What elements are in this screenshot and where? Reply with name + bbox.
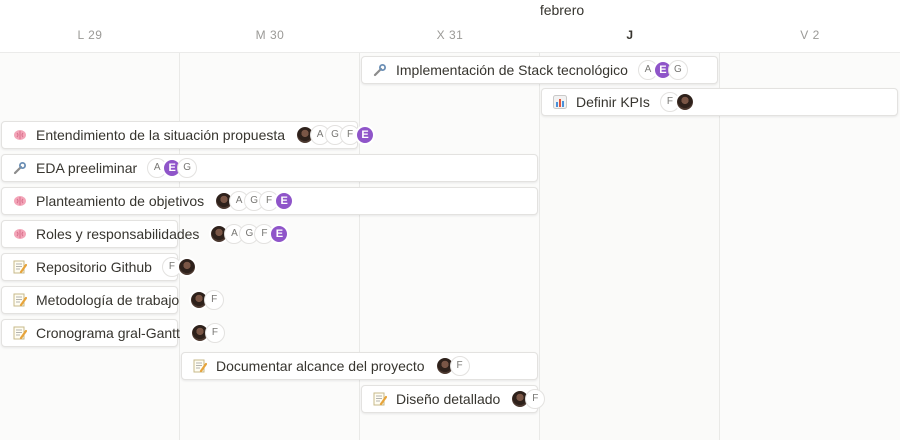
avatar-f[interactable]: F <box>204 323 225 343</box>
task-bar[interactable]: Diseño detallado F <box>361 385 546 413</box>
avatar-photo[interactable] <box>674 92 695 112</box>
task-title: Metodología de trabajo <box>36 292 180 308</box>
memo-icon <box>372 391 388 407</box>
brain-icon <box>12 127 28 143</box>
month-label: febrero <box>539 2 585 18</box>
brain-icon <box>12 193 28 209</box>
avatar-e[interactable]: E <box>274 191 295 211</box>
memo-icon <box>12 325 28 341</box>
avatar-e[interactable]: E <box>269 224 290 244</box>
task-title: Repositorio Github <box>36 259 152 275</box>
task-bar[interactable]: Entendimiento de la situación propuesta A… <box>1 121 376 149</box>
task-bar[interactable]: Metodología de trabajo F <box>1 286 225 314</box>
header-divider <box>0 52 900 53</box>
avatar-f[interactable]: F <box>525 389 546 409</box>
task-title: Implementación de Stack tecnológico <box>396 62 628 78</box>
task-bar[interactable]: Definir KPIs F <box>541 88 898 116</box>
assignee-list: F <box>510 389 546 409</box>
column-divider <box>359 53 360 440</box>
avatar-f[interactable]: F <box>204 290 225 310</box>
avatar-e[interactable]: E <box>355 125 376 145</box>
assignee-list: F <box>659 92 695 112</box>
column-divider <box>539 53 540 440</box>
wrench-icon <box>12 160 28 176</box>
memo-icon <box>12 292 28 308</box>
avatar-photo[interactable] <box>176 257 197 277</box>
today-column <box>540 53 720 440</box>
task-bar[interactable]: Documentar alcance del proyecto F <box>181 352 538 380</box>
column-divider <box>719 53 720 440</box>
day-header-tuesday: M 30 <box>255 28 285 42</box>
assignee-list: F <box>434 356 470 376</box>
memo-icon <box>192 358 208 374</box>
task-title: Planteamiento de objetivos <box>36 193 205 209</box>
avatar-g[interactable]: G <box>667 60 688 80</box>
day-header-thursday: J <box>626 28 634 42</box>
task-title: Entendimiento de la situación propuesta <box>36 127 286 143</box>
task-title: Roles y responsabilidades <box>36 226 200 242</box>
assignee-list: F <box>189 323 225 343</box>
avatar-g[interactable]: G <box>177 158 198 178</box>
day-header-friday: V 2 <box>800 28 820 42</box>
day-header-monday: L 29 <box>77 28 103 42</box>
task-bar[interactable]: Repositorio Github F <box>1 253 197 281</box>
wrench-icon <box>372 62 388 78</box>
day-header-wednesday: X 31 <box>436 28 464 42</box>
assignee-list: F <box>161 257 197 277</box>
task-title: Cronograma gral-Gantt <box>36 325 180 341</box>
bar-chart-icon <box>552 94 568 110</box>
brain-icon <box>12 226 28 242</box>
task-title: EDA preeliminar <box>36 160 138 176</box>
memo-icon <box>12 259 28 275</box>
task-bar[interactable]: Cronograma gral-Gantt F <box>1 319 225 347</box>
task-title: Definir KPIs <box>576 94 650 110</box>
assignee-list: F <box>189 290 225 310</box>
task-title: Documentar alcance del proyecto <box>216 358 425 374</box>
task-title: Diseño detallado <box>396 391 501 407</box>
column-divider <box>179 53 180 440</box>
avatar-f[interactable]: F <box>449 356 470 376</box>
